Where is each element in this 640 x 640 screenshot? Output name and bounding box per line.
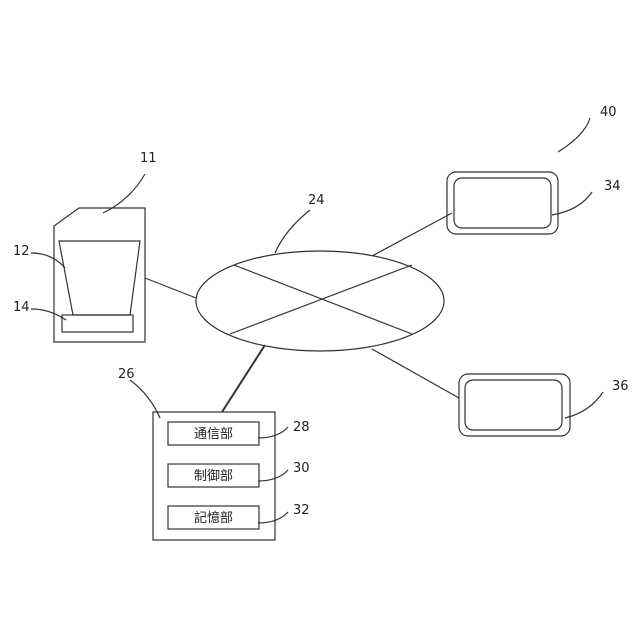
terminal-a: 34 (447, 172, 621, 234)
tray-leader-line (31, 309, 66, 320)
printer-body (54, 208, 145, 342)
server: 26 通信部 28 制御部 30 記憶部 32 (118, 367, 310, 540)
ref-terminal-a: 34 (604, 179, 621, 194)
communication-unit-label: 通信部 (194, 427, 233, 442)
terminal-a-screen (454, 178, 551, 228)
network-ellipse (196, 251, 444, 351)
control-unit-leader-line (258, 470, 288, 481)
terminal-b: 36 (459, 374, 629, 436)
ref-communication-unit: 28 (293, 420, 310, 435)
ref-printer: 11 (140, 151, 157, 166)
network: 24 (196, 193, 444, 351)
ref-network: 24 (308, 193, 325, 208)
link-printer-network (145, 278, 196, 298)
funnel-leader-line (31, 253, 65, 268)
ref-system: 40 (600, 105, 617, 120)
printer-tray (62, 315, 133, 332)
network-leader-line (275, 210, 310, 253)
ref-printer-funnel: 12 (13, 244, 30, 259)
ref-printer-tray: 14 (13, 300, 30, 315)
ref-server: 26 (118, 367, 135, 382)
ref-control-unit: 30 (293, 461, 310, 476)
communication-unit-leader-line (258, 427, 288, 438)
ref-terminal-b: 36 (612, 379, 629, 394)
system-leader-line (558, 118, 590, 152)
terminal-b-outer (459, 374, 570, 436)
terminal-b-leader-line (565, 392, 603, 418)
storage-unit-label: 記憶部 (194, 510, 233, 526)
link-network-server (222, 345, 265, 412)
link-network-terminal-b (372, 349, 459, 398)
printer-leader-line (103, 174, 145, 213)
control-unit-label: 制御部 (194, 469, 233, 484)
printer-funnel (59, 241, 140, 315)
terminal-a-outer (447, 172, 558, 234)
link-network-terminal-a (372, 213, 452, 256)
storage-unit-leader-line (258, 512, 288, 523)
terminal-b-screen (465, 380, 562, 430)
ref-storage-unit: 32 (293, 503, 310, 518)
printer: 11 12 14 (13, 151, 157, 342)
